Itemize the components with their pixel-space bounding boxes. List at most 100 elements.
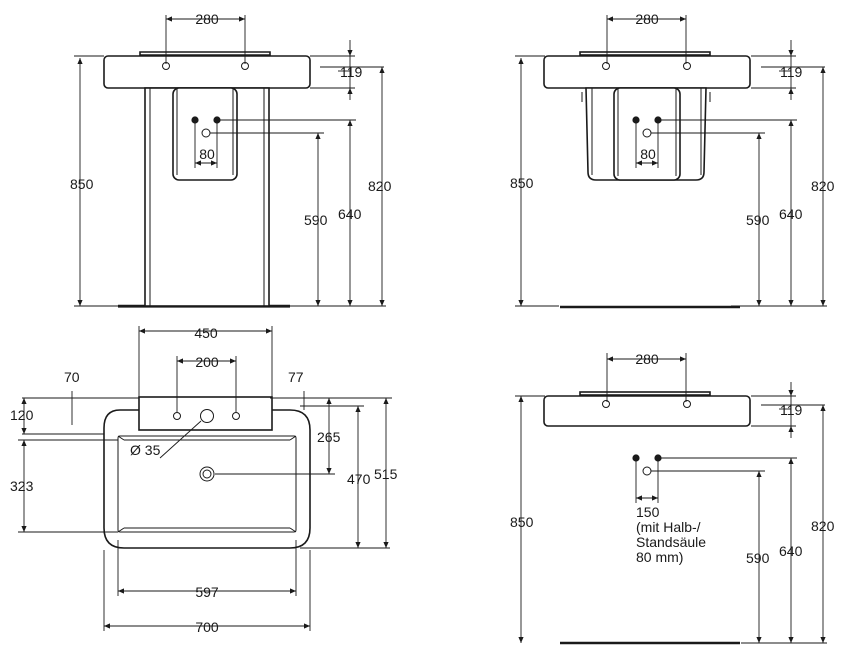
dimension-arrow (788, 637, 794, 643)
dimension-arrow (788, 390, 794, 396)
dimension-arrow (379, 67, 385, 73)
dimension-arrow (788, 458, 794, 464)
note-line-1: 150 (636, 504, 660, 520)
dimension-arrow (230, 358, 236, 364)
view-front-half-pedestal (543, 51, 751, 309)
dim-rim-height: 119 (780, 64, 803, 80)
dim-total-width: 700 (195, 619, 219, 635)
dimension-arrow (347, 50, 353, 56)
dim-rim-top-height: 820 (811, 518, 835, 534)
dimension-arrow (21, 428, 27, 434)
dimension-arrow (652, 495, 658, 501)
dimension-arrow (347, 120, 353, 126)
dim-total-height: 850 (510, 175, 534, 191)
dim-waste-height: 640 (779, 206, 803, 222)
dimension-arrow (21, 526, 27, 532)
dimension-arrow (211, 160, 217, 166)
dimension-arrow (680, 356, 686, 362)
dimension-arrow (607, 356, 613, 362)
dim-supply-height: 590 (746, 212, 770, 228)
dimension-arrow (104, 623, 110, 629)
dimension-arrow (77, 58, 83, 64)
dimension-arrow (756, 637, 762, 643)
dimension-arrow (636, 495, 642, 501)
dim-rim-top-height: 820 (811, 178, 835, 194)
dim-waste-position: 323 (10, 478, 34, 494)
dimension-arrow (166, 16, 172, 22)
dim-tap-row: 120 (10, 407, 34, 423)
dim-rim-height: 119 (780, 402, 803, 418)
dimension-arrow (788, 300, 794, 306)
dim-tap-spacing: 200 (195, 354, 219, 370)
dimension-lines (18, 15, 827, 644)
dimension-arrow (21, 398, 27, 404)
dimension-arrow (820, 405, 826, 411)
dim-rim-top-height: 820 (368, 178, 392, 194)
dimension-arrow (820, 637, 826, 643)
dim-depth: 470 (347, 471, 371, 487)
dim-hole-diameter: Ø 35 (130, 442, 161, 458)
dimension-arrow (756, 471, 762, 477)
dimension-arrow (118, 588, 124, 594)
dimension-arrow (383, 398, 389, 404)
dim-rim-height: 119 (340, 64, 363, 80)
dimension-arrow (347, 300, 353, 306)
dim-left-offset: 70 (64, 369, 80, 385)
dim-inner-width: 597 (195, 584, 219, 600)
dimension-arrow (383, 542, 389, 548)
dimension-arrow (326, 468, 332, 474)
dim-bowl-depth: 265 (317, 429, 341, 445)
dimension-arrow (820, 300, 826, 306)
dim-total-height: 850 (510, 514, 534, 530)
dim-supply-height: 590 (746, 550, 770, 566)
dim-tap-spacing: 280 (635, 11, 659, 27)
dimension-arrow (355, 406, 361, 412)
dim-waste-height: 640 (779, 543, 803, 559)
dim-supply-height: 590 (304, 212, 328, 228)
dimension-line (159, 420, 202, 459)
dimension-arrow (139, 328, 145, 334)
dimension-arrow (77, 300, 83, 306)
dimension-arrow (177, 358, 183, 364)
dim-tap-spacing: 280 (195, 11, 219, 27)
dimension-arrow (304, 623, 310, 629)
dim-deck-width: 450 (194, 325, 218, 341)
dimension-arrow (518, 637, 524, 643)
dimension-arrow (788, 88, 794, 94)
dim-right-offset: 77 (288, 369, 304, 385)
dimension-arrow (326, 398, 332, 404)
dim-waste-height: 640 (338, 206, 362, 222)
view-front-pedestal (103, 51, 311, 308)
note-line-4: 80 mm) (636, 549, 683, 565)
dimension-arrow (680, 16, 686, 22)
dim-supply-spacing: 80 (199, 146, 215, 162)
dimension-arrow (266, 328, 272, 334)
dimension-arrow (652, 160, 658, 166)
dimension-arrow (347, 88, 353, 94)
dimension-arrow (21, 440, 27, 446)
dimension-arrow (195, 160, 201, 166)
dim-supply-spacing: 80 (640, 146, 656, 162)
dimension-arrow (756, 133, 762, 139)
dimension-arrow (820, 67, 826, 73)
dim-total-depth: 515 (374, 466, 398, 482)
note-line-3: Standsäule (636, 534, 706, 550)
dimension-arrow (355, 542, 361, 548)
dim-total-height: 850 (70, 176, 94, 192)
dimension-arrow (788, 120, 794, 126)
dimension-arrow (788, 426, 794, 432)
note-line-2: (mit Halb-/ (636, 519, 701, 535)
dimension-arrow (315, 300, 321, 306)
dimension-arrow (290, 588, 296, 594)
dimension-arrow (518, 58, 524, 64)
dimension-arrow (315, 133, 321, 139)
view-front-wall-hung (543, 391, 751, 645)
view-top (103, 396, 311, 549)
dimension-arrow (518, 300, 524, 306)
dimension-arrow (239, 16, 245, 22)
dimension-arrow (756, 300, 762, 306)
dimension-arrow (518, 396, 524, 402)
dimension-arrow (379, 300, 385, 306)
